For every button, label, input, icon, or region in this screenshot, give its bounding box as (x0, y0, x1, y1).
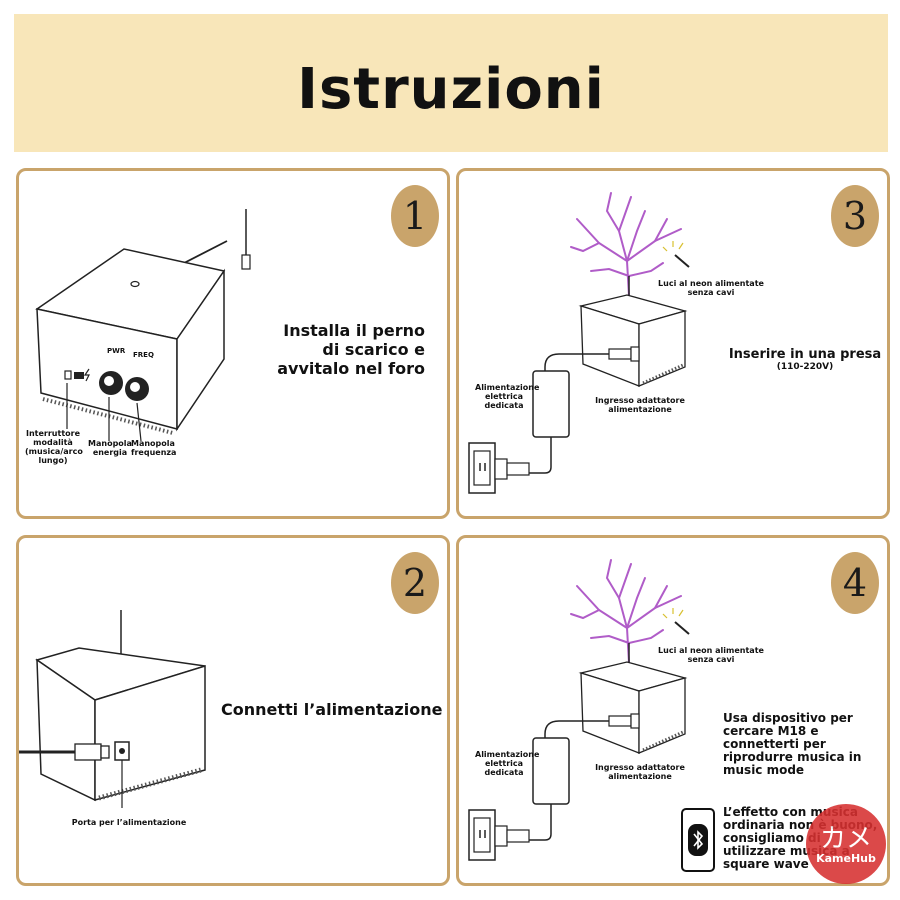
step-2-panel: 2 Porta per l’alimentazione Connetti l’a… (16, 535, 450, 886)
pwr-label: PWR (107, 347, 126, 355)
step-4-instruction: Usa dispositivo per cercare M18 e connet… (723, 711, 862, 777)
neon-label: Luci al neon alimentate senza cavi (658, 279, 764, 297)
neon-label: Luci al neon alimentate senza cavi (658, 646, 764, 664)
adapter-label: Ingresso adattatore alimentazione (595, 396, 685, 414)
step-number-badge: 3 (831, 185, 879, 247)
supply-label: Alimentazione elettrica dedicata (475, 383, 540, 410)
voltage-label: (110-220V) (776, 362, 834, 372)
step-1-panel: 1 PWR FREQ Interruttore modalità (16, 168, 450, 519)
step-number-badge: 4 (831, 552, 879, 614)
music-mode-illustration (468, 559, 690, 861)
page-title: Istruzioni (297, 57, 605, 122)
port-label: Porta per l’alimentazione (71, 818, 187, 827)
step-2-instruction: Connetti l’alimentazione (221, 700, 443, 719)
tesla-setup-illustration (468, 192, 690, 494)
freq-knob-label: Manopola frequenza (131, 439, 177, 457)
supply-label: Alimentazione elettrica dedicata (475, 750, 540, 777)
watermark-name: KameHub (816, 852, 876, 865)
kamehub-watermark: カメ KameHub (806, 804, 886, 884)
title-banner: Istruzioni (14, 14, 888, 152)
step-number-badge: 1 (391, 185, 439, 247)
power-connection-illustration (19, 610, 206, 808)
switch-label: Interruttore modalità (musica/arco lungo… (25, 429, 83, 465)
freq-label: FREQ (133, 351, 154, 359)
tesla-box-illustration (35, 209, 251, 442)
step-3-instruction: Inserire in una presa (110-220V) (725, 347, 885, 372)
watermark-jp-text: カメ (819, 824, 872, 854)
step-number-badge: 2 (391, 552, 439, 614)
power-knob-label: Manopola energia (88, 439, 132, 457)
bluetooth-phone-icon (681, 808, 715, 872)
step-1-instruction: Installa il perno di scarico e avvitalo … (277, 321, 425, 378)
step-3-panel: 3 (456, 168, 890, 519)
adapter-label: Ingresso adattatore alimentazione (595, 763, 685, 781)
